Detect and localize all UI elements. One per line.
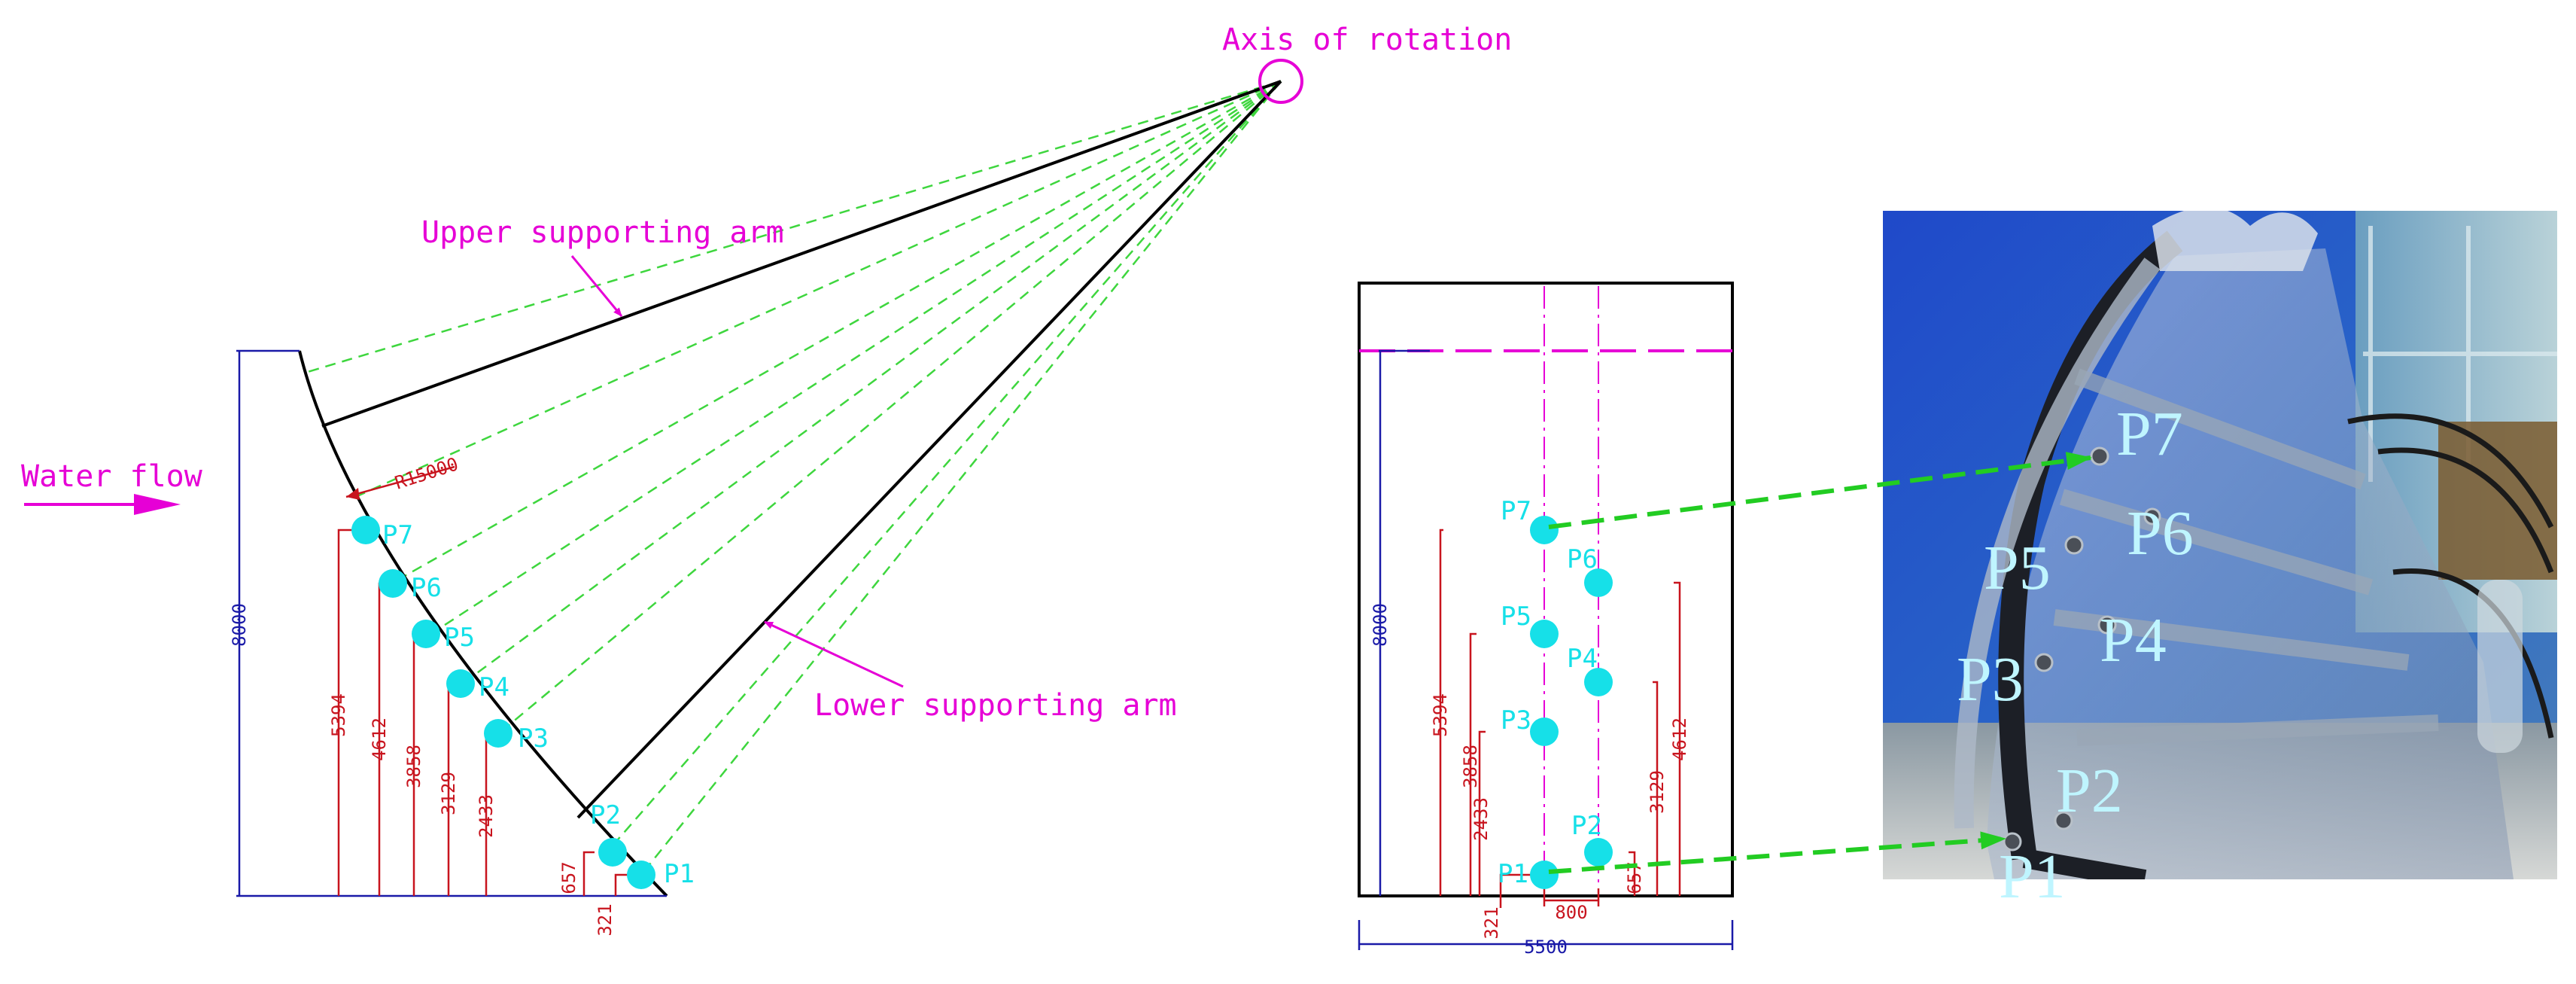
front-dim-p6: 4612 <box>1669 717 1690 761</box>
label-p2: P2 <box>590 800 621 830</box>
upper-supporting-arm <box>321 80 1282 428</box>
photo-label-p2: P2 <box>2056 756 2123 826</box>
front-dim-p5: 3858 <box>1460 745 1481 788</box>
upper-arm-pointer <box>570 255 623 317</box>
front-sensor-p1 <box>1530 861 1559 889</box>
water-flow-arrow-icon <box>134 494 181 515</box>
width-dim-label: 5500 <box>1524 937 1568 958</box>
photo-label-p6: P6 <box>2127 498 2194 568</box>
lower-arm-pointer <box>764 620 904 688</box>
front-view-frame <box>1358 282 1734 897</box>
gate-skin-plate <box>298 350 668 897</box>
dim-p7: 5394 <box>328 693 349 737</box>
label-p1: P1 <box>664 859 695 889</box>
dim-p6: 4612 <box>369 717 390 761</box>
front-label-p5: P5 <box>1501 602 1531 632</box>
front-label-p1: P1 <box>1498 859 1528 889</box>
spacing-dim-label: 800 <box>1555 902 1587 923</box>
front-dim-p4: 3129 <box>1647 770 1668 814</box>
lower-supporting-arm <box>576 80 1282 819</box>
sensor-p3 <box>484 719 512 748</box>
front-height-dim-label: 8000 <box>1370 603 1391 647</box>
front-label-p4: P4 <box>1567 644 1598 674</box>
front-sensor-p3 <box>1530 717 1559 746</box>
sensor-p4 <box>446 669 475 698</box>
photo-label-p3: P3 <box>1957 644 2024 714</box>
front-sensor-p4 <box>1584 668 1613 696</box>
dim-p1: 321 <box>595 903 616 936</box>
height-dim-label: 8000 <box>229 603 250 647</box>
width-dimension <box>1358 920 1734 950</box>
photo-cylinder <box>2477 580 2523 753</box>
model-photo: P7 P6 P5 P4 P3 P2 <box>1883 211 2557 879</box>
dim-p5: 3858 <box>403 745 424 788</box>
side-view: Axis of rotation Upper supporting arm Lo… <box>21 23 1512 937</box>
sensor-p1 <box>627 861 655 889</box>
upper-arm-label: Upper supporting arm <box>421 215 784 250</box>
front-view: 8000 5500 5394 3858 2433 321 4612 3129 6… <box>1358 282 1734 958</box>
dim-p2: 657 <box>558 861 579 894</box>
front-sensor-p7 <box>1530 516 1559 544</box>
front-label-p2: P2 <box>1571 811 1602 841</box>
front-dim-p3: 2433 <box>1470 797 1492 841</box>
label-p5: P5 <box>444 623 475 653</box>
radius-label: R15000 <box>392 453 461 493</box>
front-label-p3: P3 <box>1501 705 1531 736</box>
height-dimension <box>236 349 667 897</box>
dim-p3: 2433 <box>476 794 497 838</box>
axis-label: Axis of rotation <box>1222 23 1512 57</box>
lower-arm-label: Lower supporting arm <box>814 688 1177 723</box>
front-sensor-p2 <box>1584 838 1613 867</box>
green-rays <box>302 80 1282 876</box>
front-label-p6: P6 <box>1567 544 1598 574</box>
front-sensor-dims <box>1439 529 1681 908</box>
sensor-p6 <box>379 569 407 598</box>
axis-of-rotation-circle <box>1258 59 1303 104</box>
water-flow-label: Water flow <box>21 459 203 494</box>
photo-label-p5: P5 <box>1984 533 2051 603</box>
front-height-dimension <box>1379 349 1430 896</box>
photo-label-p4: P4 <box>2100 605 2167 675</box>
sensor-p2 <box>598 838 627 867</box>
front-dim-p7: 5394 <box>1430 693 1451 737</box>
sensor-p5 <box>412 620 440 648</box>
photo-label-p1: P1 <box>1999 842 2066 912</box>
front-sensor-p6 <box>1584 568 1613 597</box>
correspondence-arrow-p1 <box>1548 831 2006 874</box>
correspondence-arrow-p7 <box>1548 452 2092 529</box>
photo-label-p7: P7 <box>2116 399 2183 469</box>
front-dim-p1: 321 <box>1481 906 1502 939</box>
radius-arrow-icon <box>346 488 360 500</box>
sensor-p7 <box>351 516 380 544</box>
label-p4: P4 <box>479 672 509 702</box>
radius-leader <box>345 465 455 498</box>
dim-p4: 3129 <box>438 772 459 815</box>
photo-top-bracket <box>2152 211 2318 271</box>
sensor-dots-front <box>1530 516 1613 889</box>
sensor-dots-side <box>351 516 655 889</box>
front-label-p7: P7 <box>1501 496 1531 526</box>
label-p7: P7 <box>382 520 413 550</box>
label-p6: P6 <box>411 573 442 603</box>
front-sensor-p5 <box>1530 620 1559 648</box>
label-p3: P3 <box>518 724 549 754</box>
